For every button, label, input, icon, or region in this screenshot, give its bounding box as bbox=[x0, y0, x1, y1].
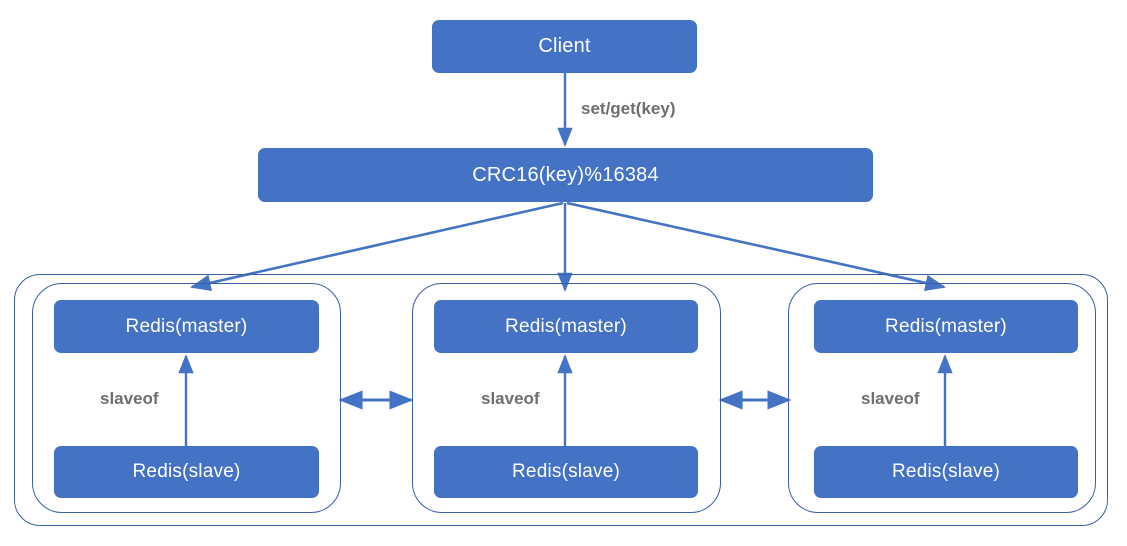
edge-label-set-get: set/get(key) bbox=[581, 99, 676, 118]
shard-2-slave-label: Redis(slave) bbox=[512, 461, 620, 482]
shard-3-container bbox=[788, 283, 1096, 513]
client-node[interactable]: Client bbox=[432, 20, 697, 73]
shard-3-master-label: Redis(master) bbox=[885, 315, 1007, 337]
shard-2-master-label: Redis(master) bbox=[505, 315, 627, 337]
shard-1-master-label: Redis(master) bbox=[125, 315, 248, 337]
hash-slot-node-label: CRC16(key)%16384 bbox=[472, 163, 659, 186]
shard-2-slave-node[interactable]: Redis(slave) bbox=[434, 446, 698, 498]
shard-2-container bbox=[412, 283, 721, 513]
shard-1-replication-label: slaveof bbox=[100, 389, 159, 408]
shard-3-slave-node[interactable]: Redis(slave) bbox=[814, 446, 1078, 498]
shard-3-replication-label: slaveof bbox=[861, 389, 920, 408]
shard-1-master-node[interactable]: Redis(master) bbox=[54, 300, 319, 353]
shard-1-slave-node[interactable]: Redis(slave) bbox=[54, 446, 319, 498]
client-node-label: Client bbox=[538, 35, 591, 57]
shard-1-container bbox=[32, 283, 341, 513]
hash-slot-node[interactable]: CRC16(key)%16384 bbox=[258, 148, 873, 202]
shard-3-master-node[interactable]: Redis(master) bbox=[814, 300, 1078, 353]
shard-2-master-node[interactable]: Redis(master) bbox=[434, 300, 698, 353]
shard-2-replication-label: slaveof bbox=[481, 389, 540, 408]
shard-3-slave-label: Redis(slave) bbox=[892, 461, 1000, 482]
redis-cluster-container bbox=[14, 274, 1108, 526]
shard-1-slave-label: Redis(slave) bbox=[132, 461, 241, 482]
